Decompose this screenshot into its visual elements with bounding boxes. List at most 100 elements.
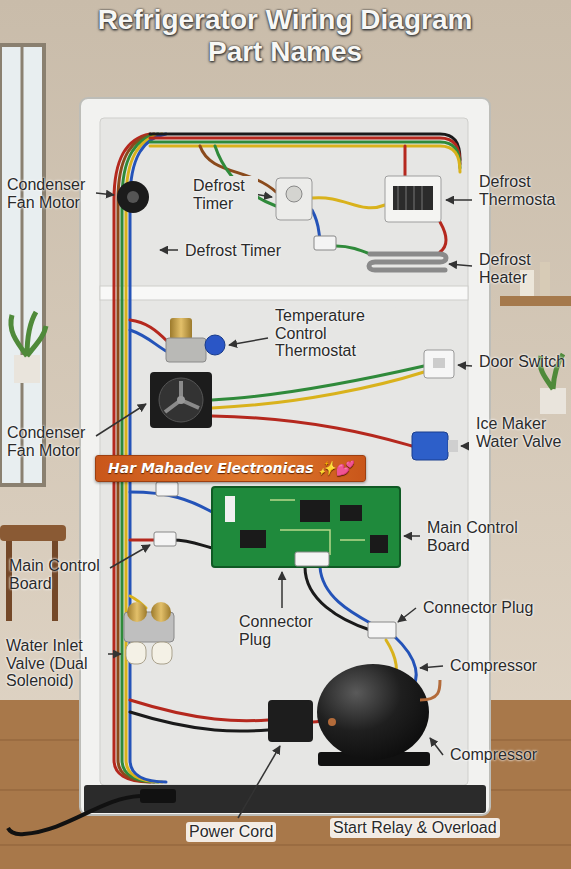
room-background <box>0 845 571 846</box>
part-label: Connector Plug <box>420 598 536 618</box>
defrost-thermostat <box>393 186 433 210</box>
leader-line <box>461 445 469 447</box>
defrost-timer <box>286 186 302 202</box>
part-label: Water Inlet Valve (Dual Solenoid) <box>3 636 111 691</box>
wires <box>172 540 212 548</box>
start-relay <box>268 700 313 742</box>
part-label: Defrost Heater <box>476 250 571 287</box>
leader-line <box>430 738 443 755</box>
water-inlet-valve <box>124 602 174 664</box>
part-label: Temperature Control Thermostat <box>272 306 396 361</box>
condenser-fan-motor <box>150 372 212 428</box>
main-control-board <box>240 530 266 548</box>
banner-text: Har Mahadev Electronicas ✨💕 <box>108 459 352 477</box>
main-control-board <box>212 487 400 567</box>
condenser-fan-motor <box>177 396 185 404</box>
part-label: Defrost Thermosta <box>476 172 571 209</box>
wires <box>130 330 168 352</box>
leader-line <box>96 193 472 818</box>
plant <box>11 312 46 383</box>
plant <box>14 355 40 383</box>
door-switch <box>424 350 454 378</box>
room-background <box>540 262 550 296</box>
defrost-thermostat <box>385 176 441 222</box>
defrost-thermostat <box>414 186 415 210</box>
wires <box>312 210 320 238</box>
leader-line <box>449 264 472 266</box>
water-inlet-valve <box>126 642 146 664</box>
defrost-thermostat <box>406 186 407 210</box>
main-control-board <box>270 500 365 555</box>
wires <box>440 222 446 252</box>
part-label: Connector Plug <box>236 612 332 649</box>
chair <box>0 525 66 541</box>
water-inlet-valve <box>151 602 171 622</box>
temperature-control-thermostat <box>166 338 206 362</box>
leader-line <box>96 404 146 436</box>
door-switch <box>424 350 454 378</box>
main-control-board <box>212 487 400 567</box>
leader-line <box>420 666 443 668</box>
power-cord <box>8 796 140 834</box>
leader-line <box>108 653 121 655</box>
water-inlet-valve <box>152 642 172 664</box>
compressor <box>317 664 440 766</box>
connector-plug <box>154 532 176 546</box>
wires <box>336 246 370 254</box>
leader-line <box>458 365 472 366</box>
plant <box>540 388 566 414</box>
power-cord <box>8 789 176 834</box>
part-label: Compressor <box>447 656 540 676</box>
leader-line <box>281 572 283 608</box>
ice-maker-water-valve <box>412 432 448 460</box>
compressor <box>420 680 440 700</box>
leader-line <box>229 338 268 345</box>
door-switch <box>433 358 445 368</box>
page-title: Refrigerator Wiring Diagram Part Names <box>80 4 490 68</box>
ice-maker-water-valve <box>448 440 458 452</box>
main-control-board <box>225 496 235 522</box>
leader-line <box>96 193 114 195</box>
water-inlet-valve <box>127 602 147 622</box>
condenser-fan-motor <box>159 378 203 422</box>
defrost-timer <box>276 178 312 220</box>
wires <box>312 198 385 208</box>
part-label: Condenser Fan Motor <box>4 175 100 212</box>
compressor <box>317 664 429 760</box>
wires <box>212 372 424 408</box>
condenser-fan-motor <box>117 181 149 213</box>
part-label: Compressor <box>447 745 540 765</box>
part-label: Condenser Fan Motor <box>4 423 100 460</box>
wire-connector <box>314 236 336 250</box>
condenser-fan-motor <box>150 372 212 428</box>
defrost-timer <box>276 178 312 220</box>
main-control-board <box>300 500 330 522</box>
defrost-thermostat <box>398 186 399 210</box>
defrost-heater <box>369 254 446 270</box>
leader-line <box>110 545 150 568</box>
defrost-heater <box>369 254 446 270</box>
part-label: Main Control Board <box>424 518 560 555</box>
fridge-cabinet <box>80 98 490 815</box>
fridge-cabinet <box>100 286 468 300</box>
temperature-control-thermostat <box>166 318 225 362</box>
compressor <box>328 718 336 726</box>
part-label: Power Cord <box>186 822 276 842</box>
part-label: Defrost Timer <box>182 241 284 261</box>
part-label: Door Switch <box>476 352 568 372</box>
condenser-fan-motor <box>165 381 199 412</box>
main-control-board <box>370 535 388 553</box>
connector-plug <box>368 622 396 638</box>
part-label: Defrost Timer <box>190 176 258 213</box>
defrost-thermostat <box>385 176 441 222</box>
wires <box>212 416 412 446</box>
temperature-control-thermostat <box>205 335 225 355</box>
room-background <box>0 45 44 485</box>
main-control-board <box>340 505 362 521</box>
leader-line <box>398 608 416 622</box>
wires <box>150 146 460 172</box>
leader-line <box>446 199 472 201</box>
room-background <box>21 45 24 485</box>
wires <box>130 712 268 731</box>
